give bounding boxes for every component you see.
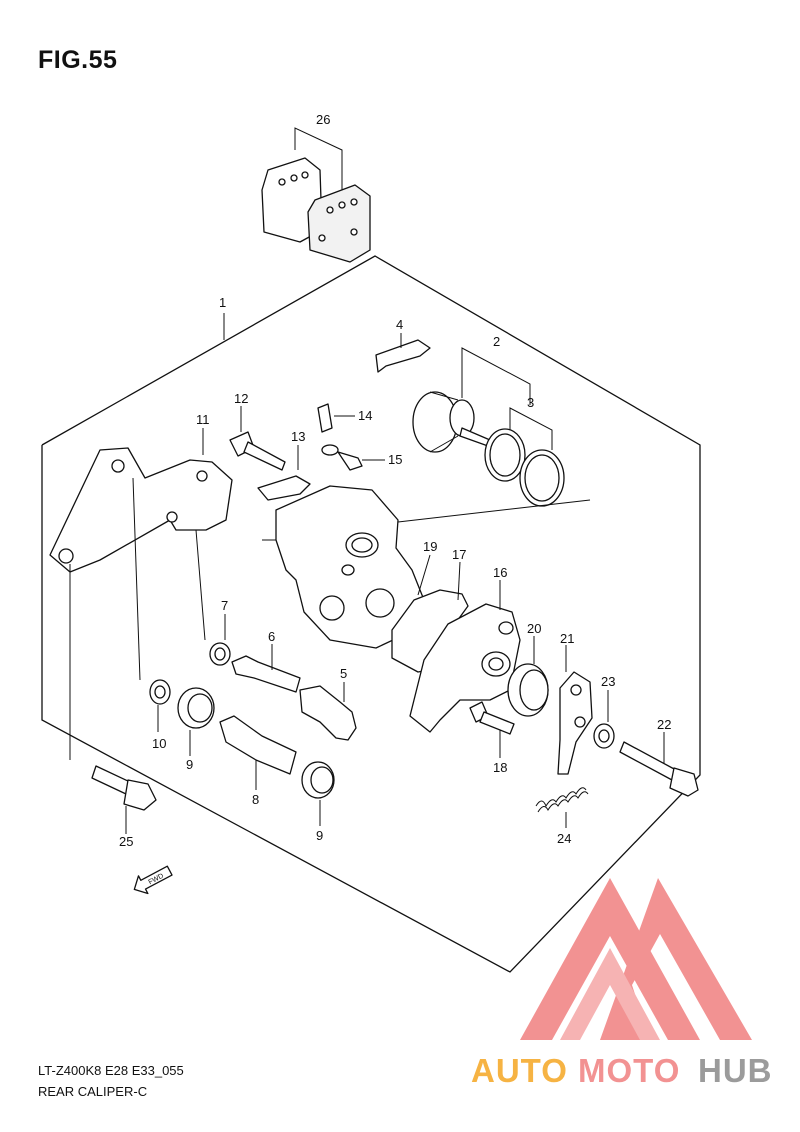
callout-9-upper: 9 — [186, 757, 193, 772]
part-5-boot — [299, 682, 357, 741]
watermark-word-moto: MOTO — [578, 1052, 680, 1089]
part-7-washer — [195, 529, 231, 666]
callout-3: 3 — [527, 395, 534, 410]
part-2-piston — [412, 347, 531, 453]
callout-16: 16 — [493, 565, 507, 580]
watermark-logo: AUTO MOTO HUB — [471, 878, 773, 1089]
part-24-return-spring — [535, 787, 589, 828]
callout-2: 2 — [493, 334, 500, 349]
part-9-bushing-lower — [301, 761, 335, 826]
callout-8: 8 — [252, 792, 259, 807]
callout-18: 18 — [493, 760, 507, 775]
part-12-slide-pin-bolt — [229, 406, 286, 471]
callout-6: 6 — [268, 629, 275, 644]
part-caliper-body — [262, 485, 591, 649]
part-18-bolt — [469, 701, 515, 758]
callout-19: 19 — [423, 539, 437, 554]
callout-12: 12 — [234, 391, 248, 406]
callout-4: 4 — [396, 317, 403, 332]
watermark-triangle-left — [520, 878, 700, 1040]
callout-9-lower: 9 — [316, 828, 323, 843]
part-13-lock-plate — [257, 475, 311, 501]
watermark-triangle-inner — [560, 948, 660, 1040]
part-26-mounting-bolt — [69, 564, 157, 834]
callout-24: 24 — [557, 831, 571, 846]
part-8-pin — [219, 715, 297, 790]
callout-22: 22 — [657, 717, 671, 732]
part-21-brake-lever — [557, 645, 593, 775]
callout-20: 20 — [527, 621, 541, 636]
callout-11: 11 — [196, 412, 210, 427]
callout-26: 25 — [119, 834, 133, 849]
part-4-pad-spring — [375, 339, 431, 373]
callout-5: 5 — [340, 666, 347, 681]
callout-15: 15 — [388, 452, 402, 467]
part-20-cam — [507, 636, 549, 717]
callout-17: 17 — [452, 547, 466, 562]
figure-title: FIG.55 — [38, 46, 118, 74]
callout-1: 1 — [219, 295, 226, 310]
callout-21: 21 — [560, 631, 574, 646]
watermark-word-auto: AUTO — [471, 1052, 568, 1089]
part-3-seals — [484, 407, 565, 507]
part-15-bleeder-cap — [321, 444, 385, 471]
watermark-triangle-right — [600, 878, 752, 1040]
watermark-word-hub: HUB — [698, 1052, 773, 1089]
part-9-bushing-upper — [177, 687, 215, 756]
part-11-caliper-bracket — [49, 428, 233, 573]
part-22-pivot-bolt — [619, 732, 699, 797]
assembly-name: REAR CALIPER-C — [38, 1084, 148, 1099]
callout-14: 14 — [358, 408, 372, 423]
callout-23: 23 — [601, 674, 615, 689]
callout-25: 26 — [316, 112, 330, 127]
fwd-direction-arrow: FWD — [133, 865, 173, 895]
part-25-brake-pads — [261, 127, 371, 263]
model-code: LT-Z400K8 E28 E33_055 — [38, 1063, 184, 1078]
callout-10: 10 — [152, 736, 166, 751]
part-6-slide-pin — [231, 644, 301, 693]
assembly-outline — [41, 255, 701, 973]
part-14-bleeder-valve — [317, 403, 355, 433]
callout-7: 7 — [221, 598, 228, 613]
part-10-washer — [132, 477, 171, 732]
part-23-washer — [593, 690, 615, 749]
callout-13: 13 — [291, 429, 305, 444]
part-16-lever-housing — [409, 561, 521, 733]
